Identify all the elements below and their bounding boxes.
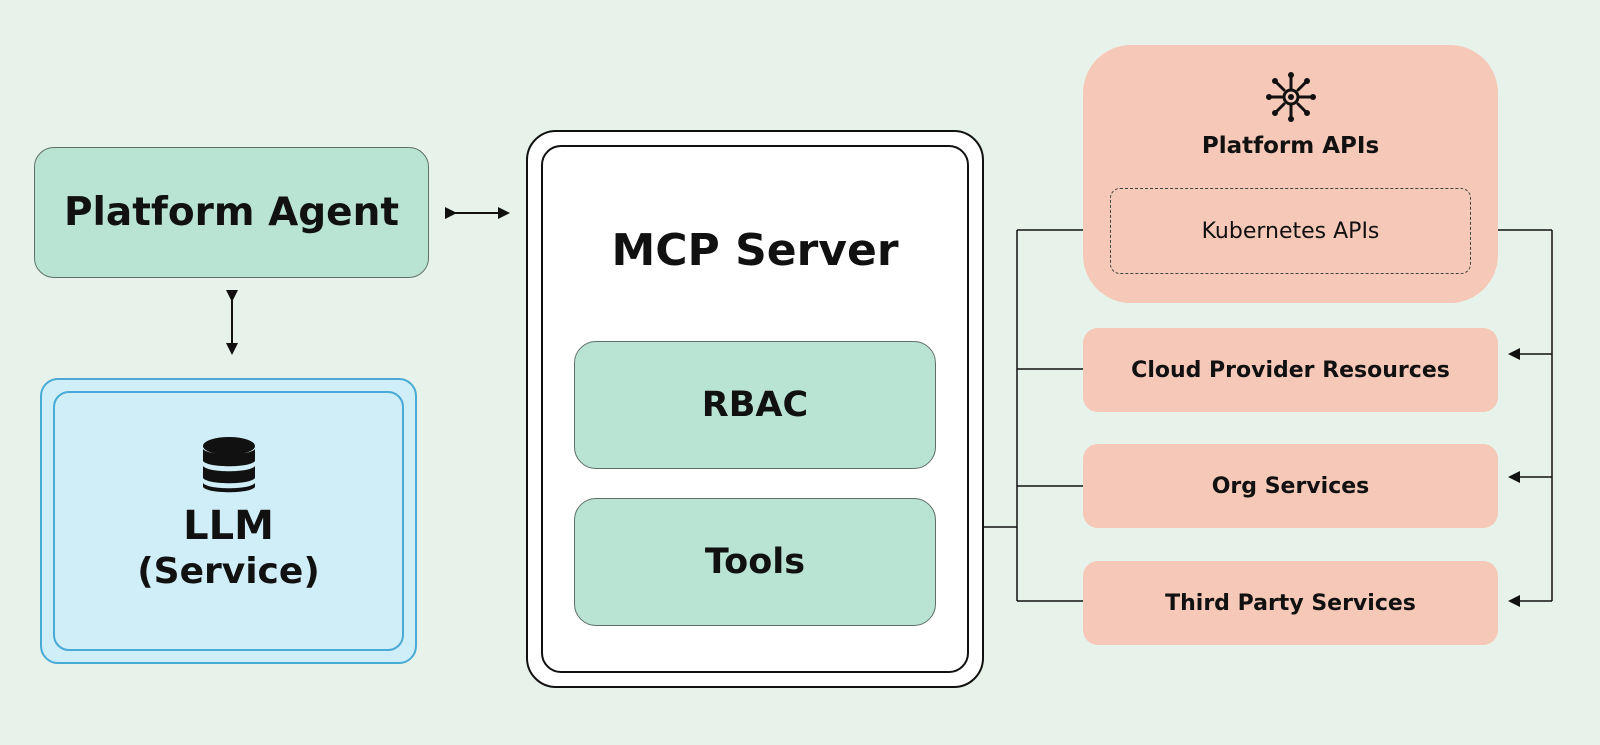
org-services-box: Org Services <box>1083 444 1498 528</box>
llm-title: LLM <box>183 503 274 549</box>
rbac-component-box: RBAC <box>574 341 936 469</box>
kubernetes-apis-box: Kubernetes APIs <box>1110 188 1471 274</box>
llm-service-box: LLM (Service) <box>53 391 404 651</box>
platform-agent-label: Platform Agent <box>63 190 400 235</box>
kubernetes-apis-label: Kubernetes APIs <box>1201 218 1380 244</box>
database-icon <box>202 437 255 493</box>
platform-apis-title: Platform APIs <box>1201 133 1380 159</box>
tools-component-box: Tools <box>574 498 936 626</box>
mcp-server-title: MCP Server <box>611 225 899 276</box>
cloud-provider-resources-label: Cloud Provider Resources <box>1131 357 1450 383</box>
network-gear-icon <box>1266 72 1316 122</box>
third-party-services-box: Third Party Services <box>1083 561 1498 645</box>
org-services-label: Org Services <box>1211 473 1370 499</box>
platform-agent-box: Platform Agent <box>34 147 429 278</box>
llm-subtitle: (Service) <box>137 551 320 592</box>
rbac-label: RBAC <box>701 385 809 425</box>
platform-apis-box: Platform APIs Kubernetes APIs <box>1083 45 1498 303</box>
tools-label: Tools <box>704 542 806 582</box>
third-party-services-label: Third Party Services <box>1165 590 1416 616</box>
cloud-provider-resources-box: Cloud Provider Resources <box>1083 328 1498 412</box>
